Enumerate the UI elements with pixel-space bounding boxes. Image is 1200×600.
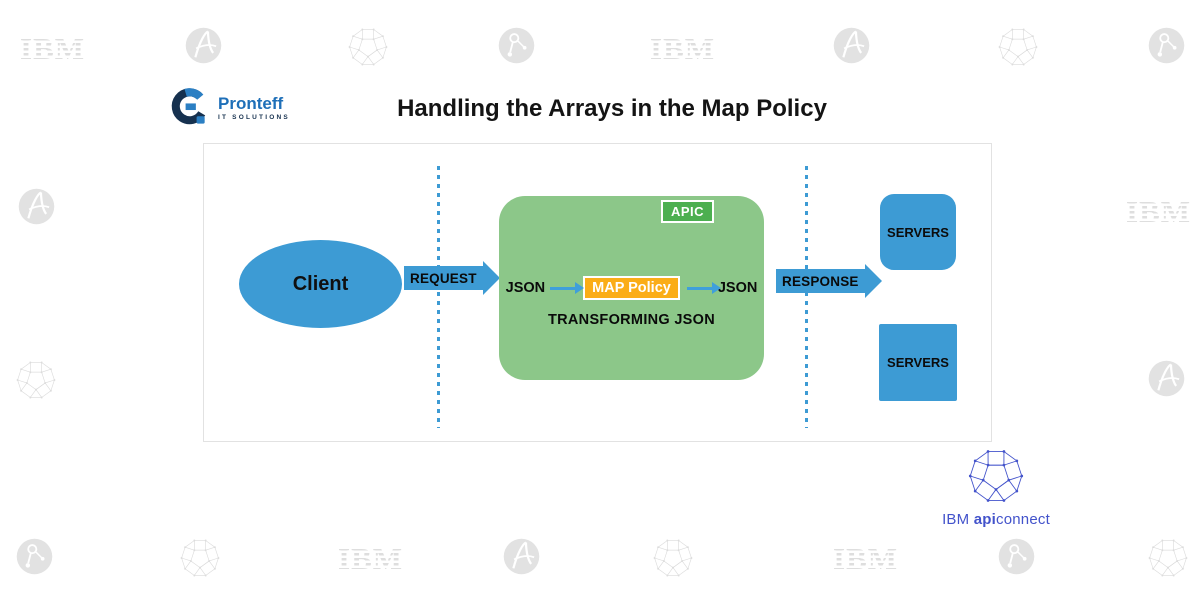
apiconnect-sphere-icon [968, 449, 1024, 508]
network-nodes-watermark-icon [998, 538, 1035, 575]
response-arrow: RESPONSE [776, 264, 882, 298]
ibm-watermark: IBM [1126, 194, 1191, 229]
pronteff-logo: Pronteff IT SOLUTIONS [168, 84, 290, 133]
right-arrow-icon [686, 282, 721, 294]
api-word: api [973, 511, 996, 528]
globe-mesh-watermark-icon [16, 360, 56, 400]
apiconnect-wordmark: IBM apiconnect [938, 511, 1054, 528]
ibm-apiconnect-logo: IBM apiconnect [938, 448, 1054, 528]
apic-gateway-box: APIC JSON MAP Policy JSON TRANSFORMING J… [499, 196, 764, 380]
globe-mesh-watermark-icon [998, 27, 1038, 67]
ibm-watermark: IBM [833, 541, 898, 576]
ibm-word: IBM [942, 511, 970, 528]
response-label: RESPONSE [776, 269, 865, 293]
globe-mesh-watermark-icon [180, 538, 220, 578]
brand-tagline: IT SOLUTIONS [218, 114, 290, 122]
server-box-top: SERVERS [880, 194, 956, 270]
request-arrowhead-icon [482, 261, 500, 295]
map-policy-box: MAP Policy [583, 276, 680, 300]
apic-badge: APIC [660, 200, 714, 223]
circle-a-watermark-icon [503, 538, 540, 575]
client-label: Client [292, 272, 349, 295]
ibm-watermark: IBM [338, 541, 403, 576]
client-ellipse: Client [239, 240, 402, 328]
circle-a-watermark-icon [185, 27, 222, 64]
circle-a-watermark-icon [18, 188, 55, 225]
page-title: Handling the Arrays in the Map Policy [397, 95, 827, 122]
request-label: REQUEST [404, 266, 483, 290]
circle-a-watermark-icon [833, 27, 870, 64]
globe-mesh-watermark-icon [1148, 538, 1188, 578]
json-flow-row: JSON MAP Policy JSON [499, 276, 764, 300]
right-arrow-icon [550, 282, 585, 294]
connect-word: connect [996, 511, 1050, 528]
ibm-watermark: IBM [650, 31, 715, 66]
request-arrow: REQUEST [404, 261, 500, 295]
dotted-divider-right [805, 166, 808, 428]
diagram-panel: Client REQUEST APIC JSON MAP Policy JSON… [203, 143, 992, 442]
brand-name: Pronteff [218, 94, 284, 114]
network-nodes-watermark-icon [498, 27, 535, 64]
globe-mesh-watermark-icon [348, 27, 388, 67]
server-box-bottom: SERVERS [879, 324, 957, 401]
json-out-label: JSON [717, 280, 758, 296]
transforming-json-label: TRANSFORMING JSON [547, 312, 716, 328]
server-top-label: SERVERS [887, 224, 949, 240]
network-nodes-watermark-icon [1148, 27, 1185, 64]
dotted-divider-left [437, 166, 440, 428]
server-bottom-label: SERVERS [887, 355, 949, 370]
json-in-label: JSON [505, 280, 546, 296]
response-arrowhead-icon [864, 264, 882, 298]
pronteff-logo-icon [168, 84, 212, 133]
network-nodes-watermark-icon [16, 538, 53, 575]
globe-mesh-watermark-icon [653, 538, 693, 578]
ibm-watermark: IBM [20, 31, 85, 66]
circle-a-watermark-icon [1148, 360, 1185, 397]
